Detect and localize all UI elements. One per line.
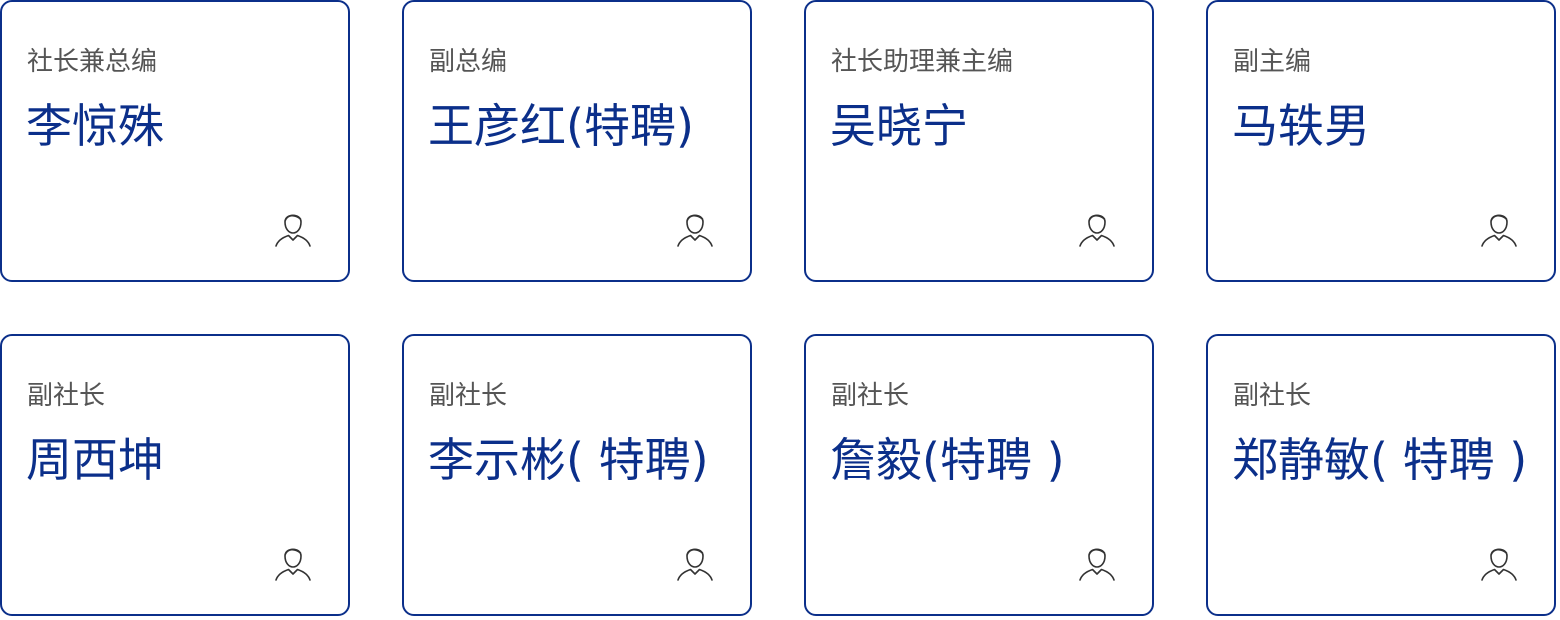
staff-card[interactable]: 社长助理兼主编 吴晓宁 xyxy=(804,0,1154,282)
user-icon xyxy=(674,206,716,248)
staff-card[interactable]: 社长兼总编 李惊殊 xyxy=(0,0,350,282)
staff-card[interactable]: 副总编 王彦红(特聘) xyxy=(402,0,752,282)
staff-name: 詹毅(特聘 ) xyxy=(830,433,1065,487)
staff-card[interactable]: 副社长 郑静敏( 特聘 ) xyxy=(1206,334,1556,616)
staff-name: 吴晓宁 xyxy=(830,99,968,153)
staff-name: 李惊殊 xyxy=(26,99,164,153)
user-icon xyxy=(1478,540,1520,582)
staff-name: 李示彬( 特聘) xyxy=(428,433,709,487)
user-icon xyxy=(1076,540,1118,582)
staff-role: 社长兼总编 xyxy=(27,47,158,77)
staff-card[interactable]: 副社长 詹毅(特聘 ) xyxy=(804,334,1154,616)
staff-role: 副社长 xyxy=(1233,381,1312,411)
staff-role: 副社长 xyxy=(831,381,910,411)
staff-role: 副社长 xyxy=(27,381,106,411)
user-icon xyxy=(272,206,314,248)
staff-card[interactable]: 副主编 马轶男 xyxy=(1206,0,1556,282)
staff-name: 郑静敏( 特聘 ) xyxy=(1232,433,1528,487)
staff-card[interactable]: 副社长 李示彬( 特聘) xyxy=(402,334,752,616)
user-icon xyxy=(674,540,716,582)
staff-role: 副总编 xyxy=(429,47,508,77)
user-icon xyxy=(272,540,314,582)
staff-name: 周西坤 xyxy=(26,433,164,487)
staff-name: 马轶男 xyxy=(1232,99,1370,153)
staff-role: 副社长 xyxy=(429,381,508,411)
staff-card[interactable]: 副社长 周西坤 xyxy=(0,334,350,616)
staff-name: 王彦红(特聘) xyxy=(428,99,694,153)
user-icon xyxy=(1076,206,1118,248)
user-icon xyxy=(1478,206,1520,248)
staff-role: 社长助理兼主编 xyxy=(831,47,1014,77)
staff-role: 副主编 xyxy=(1233,47,1312,77)
